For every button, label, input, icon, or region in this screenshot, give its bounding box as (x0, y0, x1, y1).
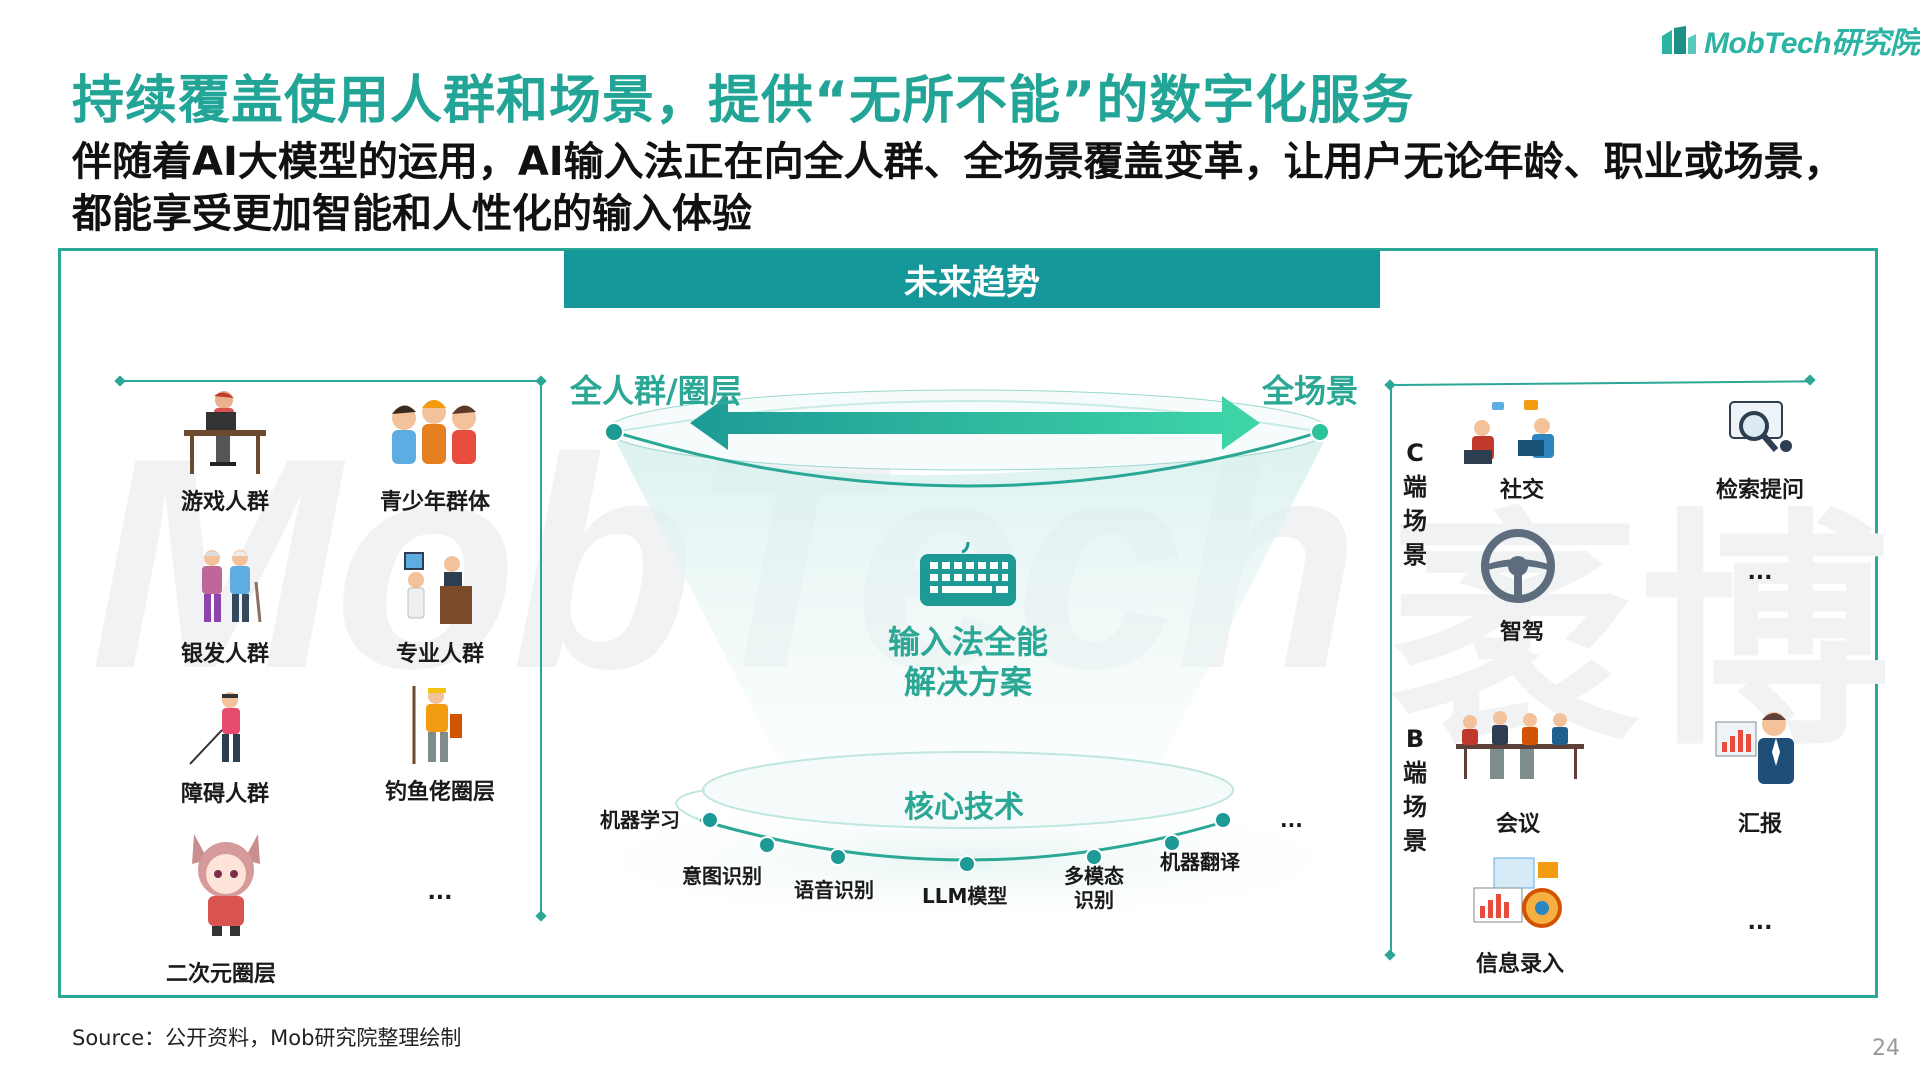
c-side-label-3: 场 (1403, 507, 1427, 535)
center-line-1: 输入法全能 (887, 623, 1048, 661)
logo-mark-icon (1660, 26, 1698, 54)
trend-bar: 未来趋势 (564, 250, 1380, 308)
scene-label-driving: 智驾 (1499, 620, 1544, 645)
people-label-teens: 青少年群体 (379, 490, 490, 515)
scene-label-search-qa: 检索提问 (1715, 478, 1804, 503)
professional-icon (400, 548, 480, 628)
steering-wheel-icon (1480, 528, 1556, 604)
axis-right-dot (1310, 422, 1330, 442)
scene-label-data-entry: 信息录入 (1475, 952, 1564, 977)
source-note: Source：公开资料，Mob研究院整理绘制 (72, 1026, 462, 1050)
b-side-label-4: 景 (1403, 827, 1427, 855)
scenes-bracket-side (1390, 384, 1392, 956)
core-tech-title: 核心技术 (904, 790, 1024, 825)
teens-icon (374, 396, 490, 472)
page-number: 24 (1872, 1036, 1900, 1061)
b-side-label-1: B (1405, 725, 1425, 753)
data-entry-icon (1470, 854, 1566, 934)
people-label-more: ... (427, 880, 453, 905)
report-icon (1712, 706, 1802, 786)
scene-label-b-more: ... (1747, 910, 1773, 935)
scene-label-meeting: 会议 (1495, 812, 1540, 837)
elderly-icon (186, 548, 266, 624)
axis-left-dot (604, 422, 624, 442)
c-side-label-2: 端 (1403, 473, 1427, 501)
b-side-label-2: 端 (1403, 759, 1427, 787)
keyboard-icon (918, 540, 1018, 610)
tech-label-ml: 机器学习 (600, 808, 680, 832)
tech-label-multimodal: 多模态 识别 (1064, 864, 1124, 912)
axis-label-people: 全人群/圈层 (570, 372, 742, 410)
tech-label-translation: 机器翻译 (1160, 850, 1240, 874)
people-label-fishing: 钓鱼佬圈层 (384, 780, 495, 805)
people-bracket-top (120, 380, 540, 382)
logo-text: MobTech研究院 (1704, 27, 1920, 60)
disabled-icon (184, 690, 264, 766)
people-bracket-side (540, 380, 542, 916)
b-side-label: B 端 场 景 (1400, 722, 1430, 858)
people-label-disabled: 障碍人群 (180, 782, 269, 807)
social-icon (1462, 398, 1572, 468)
scene-label-social: 社交 (1499, 478, 1544, 503)
people-label-gamers: 游戏人群 (180, 490, 269, 515)
scene-label-report: 汇报 (1737, 812, 1782, 837)
people-label-elderly: 银发人群 (180, 642, 269, 667)
gamer-icon (180, 390, 270, 480)
search-qa-icon (1720, 398, 1800, 462)
tech-label-multimodal-line1: 多模态 (1064, 864, 1124, 888)
scene-label-c-more: ... (1747, 560, 1773, 585)
tech-label-llm: LLM模型 (922, 884, 1008, 908)
page-title: 持续覆盖使用人群和场景，提供“无所不能”的数字化服务 (72, 71, 1415, 131)
meeting-icon (1446, 708, 1592, 782)
page-subtitle: 伴随着AI大模型的运用，AI输入法正在向全人群、全场景覆盖变革，让用户无论年龄、… (72, 139, 1844, 237)
tech-label-speech: 语音识别 (794, 878, 874, 902)
brand-logo: MobTech研究院 (1660, 18, 1920, 62)
c-side-label-1: C (1406, 439, 1424, 467)
tech-label-intent: 意图识别 (682, 864, 762, 888)
axis-label-scenes: 全场景 (1262, 372, 1359, 410)
double-arrow-icon (690, 396, 1260, 450)
c-side-label: C 端 场 景 (1400, 436, 1430, 572)
diagram-frame (58, 248, 1878, 998)
fishing-icon (404, 684, 470, 770)
people-label-professional: 专业人群 (395, 642, 484, 667)
tech-label-multimodal-line2: 识别 (1074, 888, 1114, 912)
anime-icon (186, 830, 266, 938)
people-label-anime: 二次元圈层 (165, 962, 276, 987)
center-solution-text: 输入法全能 解决方案 (868, 622, 1068, 702)
tech-label-more: ... (1280, 808, 1303, 832)
c-side-label-4: 景 (1403, 541, 1427, 569)
center-line-2: 解决方案 (903, 663, 1032, 701)
b-side-label-3: 场 (1403, 793, 1427, 821)
